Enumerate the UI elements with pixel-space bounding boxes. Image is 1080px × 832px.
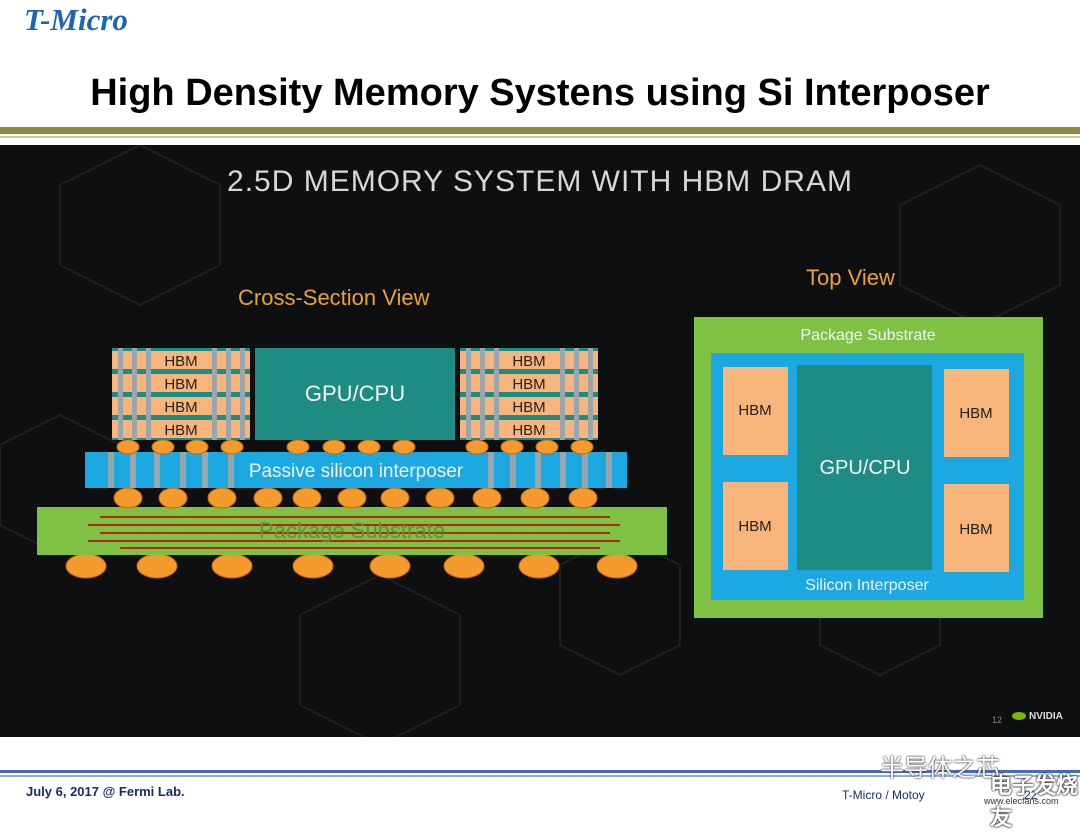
footer-page-number: 22 xyxy=(1024,788,1038,802)
page-title: High Density Memory Systens using Si Int… xyxy=(90,72,990,114)
hbm-stack-left: HBM HBM HBM HBM xyxy=(112,348,250,440)
footer-author: T-Micro / Motoy xyxy=(842,788,925,802)
top-gpu-label: GPU/CPU xyxy=(819,457,910,479)
title-rule-thin xyxy=(0,136,1080,138)
interposer-text: Passive silicon interposer xyxy=(249,461,464,482)
top-gpu-cpu xyxy=(797,365,932,570)
hbm-label: HBM xyxy=(512,376,545,393)
hbm-label: HBM xyxy=(164,399,197,416)
diagram-panel: 2.5D MEMORY SYSTEM WITH HBM DRAM Cross-S… xyxy=(0,145,1080,737)
cross-section-diagram: Package Substrate Passive silicon interp xyxy=(37,348,667,579)
top-hbm xyxy=(723,482,788,570)
brand-logo: T-Micro xyxy=(24,2,128,37)
top-hbm-label: HBM xyxy=(738,402,771,419)
top-hbm-label: HBM xyxy=(738,518,771,535)
title-rule xyxy=(0,127,1080,134)
slide-number: 12 xyxy=(992,715,1003,725)
footer-rule-thin xyxy=(0,775,1080,777)
nvidia-logo: NVIDIA xyxy=(1012,711,1063,722)
footer-rule xyxy=(0,770,1080,773)
top-interposer-label: Silicon Interposer xyxy=(805,577,929,594)
hbm-label: HBM xyxy=(512,353,545,370)
hbm-label: HBM xyxy=(512,399,545,416)
cross-section-label: Cross-Section View xyxy=(238,285,430,310)
gpu-cpu-label: GPU/CPU xyxy=(305,381,405,406)
substrate-text: Package Substrate xyxy=(259,518,445,543)
hbm-label: HBM xyxy=(164,376,197,393)
top-hbm-label: HBM xyxy=(959,521,992,538)
top-view-label: Top View xyxy=(806,265,895,290)
watermark-wechat: 半导体之芯 xyxy=(880,755,1000,782)
gpu-cpu-die xyxy=(255,348,455,440)
nvidia-eye-icon xyxy=(1012,712,1026,721)
hbm-label: HBM xyxy=(164,353,197,370)
hbm-label: HBM xyxy=(164,422,197,439)
slide-title: 2.5D MEMORY SYSTEM WITH HBM DRAM xyxy=(227,165,853,198)
top-hbm-label: HBM xyxy=(959,405,992,422)
nvidia-logo-text: NVIDIA xyxy=(1029,711,1063,722)
top-hbm xyxy=(944,369,1009,457)
top-substrate-label: Package Substrate xyxy=(800,327,935,344)
hbm-stack-right: HBM HBM HBM HBM xyxy=(460,348,598,440)
top-hbm xyxy=(723,367,788,455)
top-hbm xyxy=(944,484,1009,572)
top-view-diagram: Package Substrate Silicon Interposer GPU… xyxy=(694,317,1043,618)
watermark-url: www.elecfans.com xyxy=(984,796,1059,806)
hbm-label: HBM xyxy=(512,422,545,439)
footer-date: July 6, 2017 @ Fermi Lab. xyxy=(26,784,185,799)
